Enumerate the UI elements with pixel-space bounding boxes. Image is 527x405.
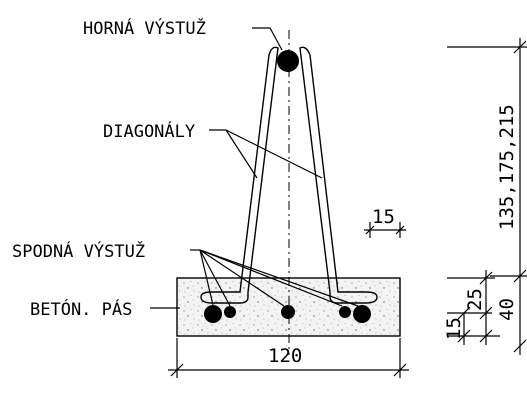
dimension-bar-offset: [364, 222, 406, 238]
dimension-width: [168, 338, 409, 378]
top-bar: [277, 50, 299, 72]
label-diagonals: DIAGONÁLY: [103, 120, 195, 142]
label-concrete-strip: BETÓN. PÁS: [30, 298, 132, 320]
dimension-bar-offset-value: 15: [372, 206, 395, 228]
leader-top: [252, 27, 283, 51]
label-bottom-reinforcement: SPODNÁ VÝSTUŽ: [12, 240, 145, 262]
dimension-height: [447, 38, 527, 355]
dimension-strip-total-value: 40: [496, 298, 518, 321]
dimension-strip-bottom-value: 15: [443, 317, 465, 340]
label-top-reinforcement: HORNÁ VÝSTUŽ: [83, 17, 206, 39]
dimension-strip: [447, 270, 500, 345]
diagonal-bars: [200, 46, 378, 304]
dimension-width-value: 120: [268, 345, 302, 367]
dimension-strip-top-value: 25: [464, 288, 486, 311]
bottom-bars: [204, 305, 371, 323]
dimension-height-value: 135,175,215: [496, 104, 518, 230]
